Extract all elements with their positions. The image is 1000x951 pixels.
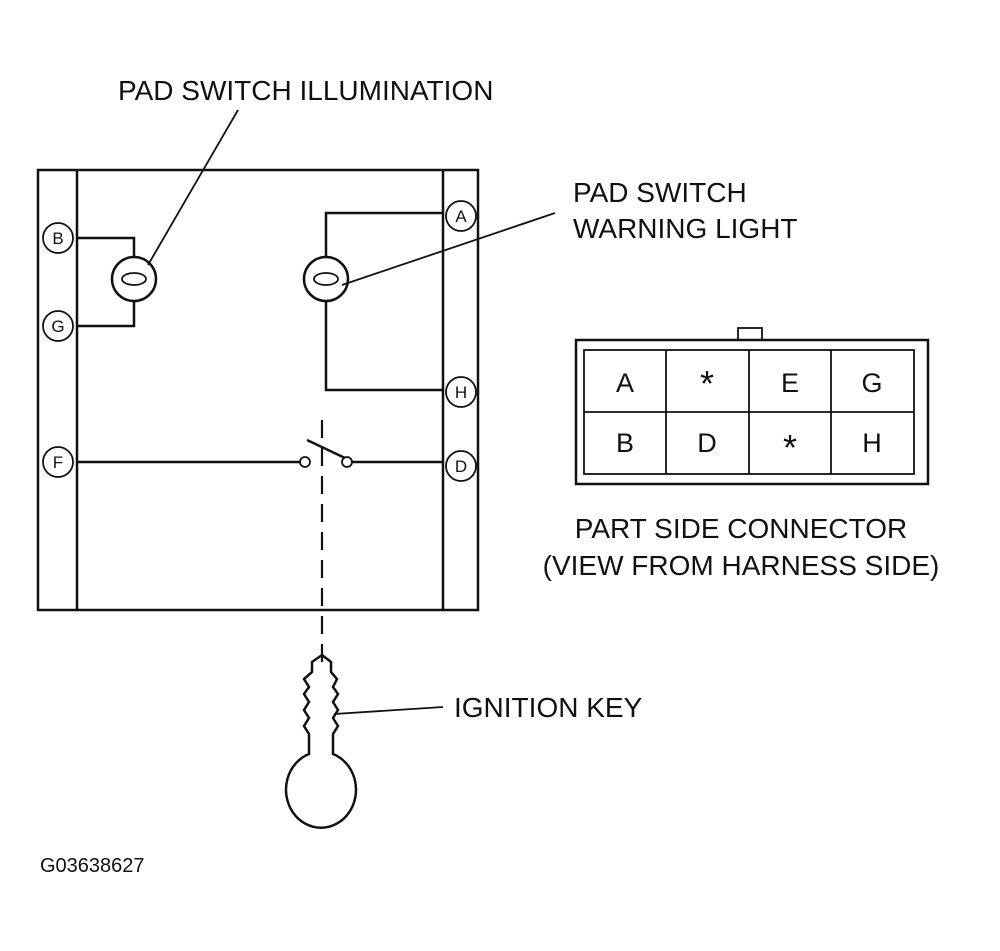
connector-cell: G — [861, 368, 882, 398]
connector-cell: A — [616, 368, 634, 398]
terminal-g-label: G — [51, 317, 64, 336]
illumination-bulb-icon — [110, 255, 158, 303]
terminal-f: F — [42, 446, 74, 478]
warning-light-label-line2: WARNING LIGHT — [573, 213, 798, 244]
terminal-b: B — [42, 222, 74, 254]
connector-latch — [737, 327, 763, 341]
illumination-circuit — [77, 236, 158, 328]
terminal-a-label: A — [455, 207, 467, 226]
connector-cell: * — [700, 363, 714, 404]
terminal-d: D — [445, 450, 477, 482]
switch-housing — [36, 168, 480, 612]
connector: A * E G B D * H — [574, 327, 930, 486]
connector-cell: * — [783, 427, 797, 468]
ignition-key-label: IGNITION KEY — [454, 692, 643, 723]
switch-contact-icon — [306, 438, 346, 460]
connector-cell: B — [616, 428, 634, 458]
figure-id: G03638627 — [40, 855, 145, 877]
connector-caption-line2: (VIEW FROM HARNESS SIDE) — [543, 550, 940, 581]
warning-light-circuit — [302, 211, 443, 392]
leader-lines — [147, 109, 556, 715]
terminal-h: H — [445, 376, 477, 408]
connector-shell — [574, 338, 930, 486]
terminal-d-label: D — [455, 457, 467, 476]
ignition-key-icon — [284, 653, 358, 829]
terminal-f-label: F — [53, 453, 63, 472]
connector-cell: H — [862, 428, 882, 458]
terminal-b-label: B — [52, 229, 63, 248]
connector-cell: D — [697, 428, 717, 458]
connector-caption-line1: PART SIDE CONNECTOR — [575, 513, 907, 544]
terminal-h-label: H — [455, 383, 467, 402]
warning-light-bulb-icon — [302, 255, 350, 303]
connector-cell: E — [781, 368, 799, 398]
pad-switch-illumination-label: PAD SWITCH ILLUMINATION — [118, 75, 493, 106]
warning-light-label-line1: PAD SWITCH — [573, 177, 747, 208]
terminal-g: G — [42, 310, 74, 342]
key-switch-circuit — [77, 420, 443, 662]
terminal-a: A — [445, 200, 477, 232]
